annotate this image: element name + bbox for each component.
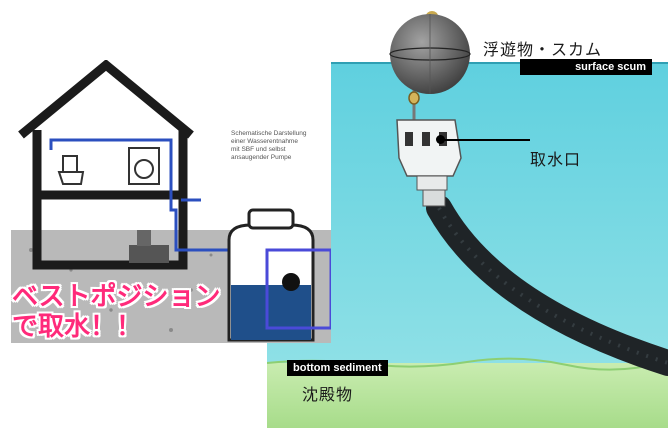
- pump: [129, 245, 169, 263]
- focus-frame: [265, 248, 331, 330]
- suction-hose: [426, 195, 668, 376]
- house-outline: [18, 60, 194, 270]
- intake-pointer-dot: [436, 135, 445, 144]
- water-body: [267, 63, 668, 363]
- bottom-sediment-label-en: bottom sediment: [287, 360, 388, 376]
- float-ball: [382, 6, 478, 96]
- intake-pointer: [440, 139, 530, 141]
- intake-label: 取水口: [530, 150, 582, 169]
- callout-line-1: ベストポジション: [12, 282, 221, 312]
- best-position-callout: ベストポジション で取水！！: [12, 282, 221, 342]
- bottom-sediment-label-jp: 沈殿物: [302, 385, 354, 404]
- tank-illustration: [267, 62, 668, 428]
- storage-tank: [227, 208, 315, 342]
- toilet: [57, 171, 85, 185]
- surface-scum-label-jp: 浮遊物・スカム: [483, 40, 603, 59]
- house-illustration: [11, 60, 331, 343]
- tank-float: [282, 273, 300, 291]
- callout-line-2: で取水！！: [12, 312, 143, 342]
- surface-scum-label-en: surface scum: [520, 59, 652, 75]
- tank-cross-section: [267, 58, 668, 428]
